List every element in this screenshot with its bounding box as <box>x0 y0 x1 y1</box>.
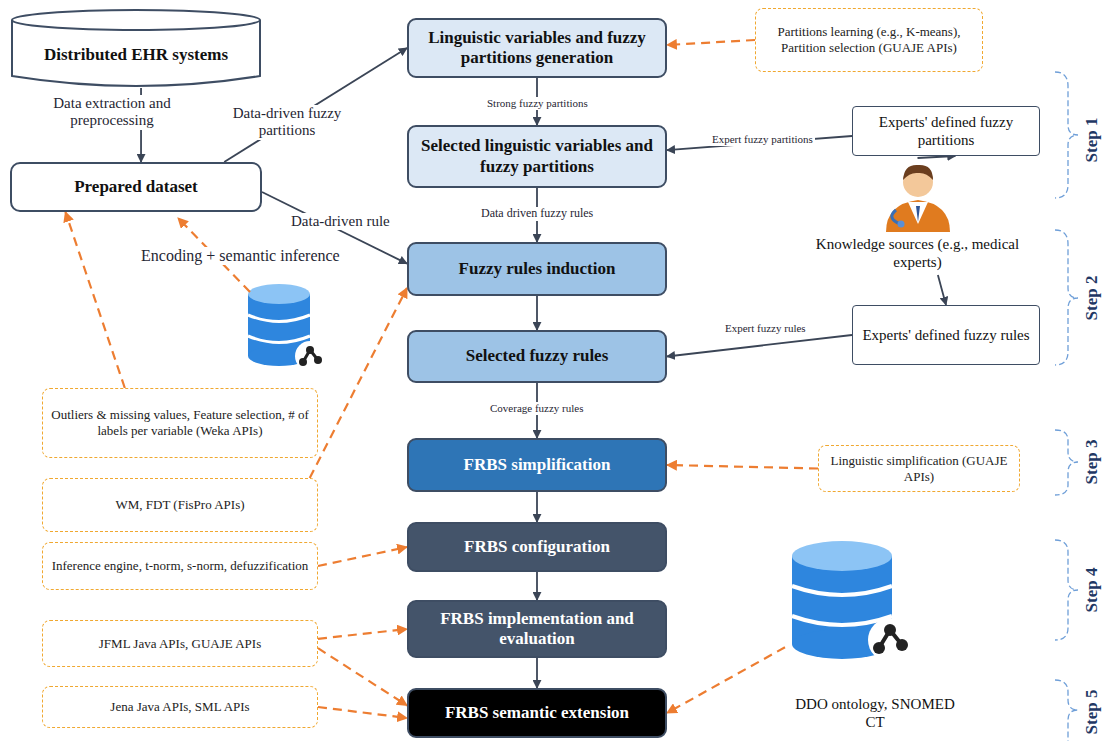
node-text: Prepared dataset <box>74 177 198 197</box>
process-box: Selected linguistic variables and fuzzy … <box>407 125 667 188</box>
node-text: Experts' defined fuzzy rules <box>862 326 1029 344</box>
dashed-arrow <box>667 465 818 469</box>
flow-arrow <box>918 156 956 158</box>
flow-arrow <box>536 492 538 522</box>
data-source-cylinder: Distributed EHR systems <box>10 8 262 88</box>
edge-label: Expert fuzzy rules <box>723 322 808 335</box>
process-box: Linguistic variables and fuzzy partition… <box>407 18 667 78</box>
node-text: Inference engine, t-norm, s-norm, defuzz… <box>52 558 309 574</box>
process-box: FRBS simplification <box>407 438 667 492</box>
ontology-database: DDO ontology, SNOMED CT <box>785 540 965 735</box>
node-text: Outliers & missing values, Feature selec… <box>51 407 309 438</box>
process-box: Selected fuzzy rules <box>407 330 667 383</box>
process-box: Experts' defined fuzzy partitions <box>852 106 1040 156</box>
edge-label: Data-driven fuzzy partitions <box>220 105 354 140</box>
process-box: Experts' defined fuzzy rules <box>852 305 1040 365</box>
node-text: Linguistic simplification (GUAJE APIs) <box>827 453 1011 484</box>
flow-arrow <box>938 275 946 305</box>
process-box: FRBS semantic extension <box>407 688 667 738</box>
edge-label: Data extraction and preprocessing <box>40 95 184 130</box>
dashed-arrow <box>318 629 407 639</box>
node-text: Selected fuzzy rules <box>466 346 609 366</box>
step-label: Step 3 <box>1082 440 1102 485</box>
dashed-arrow <box>310 288 407 478</box>
process-box: Partitions learning (e.g., K-means), Par… <box>755 8 983 72</box>
node-text: Selected linguistic variables and fuzzy … <box>417 136 657 177</box>
node-text: FRBS configuration <box>464 537 610 557</box>
node-text: JFML Java APIs, GUAJE APIs <box>99 636 261 652</box>
step-label: Step 4 <box>1082 568 1102 613</box>
node-text: Experts' defined fuzzy partitions <box>861 113 1031 149</box>
edge-label: Coverage fuzzy rules <box>488 402 585 415</box>
flow-arrow <box>667 335 852 357</box>
dashed-arrow <box>667 40 755 45</box>
node-text: FRBS implementation and evaluation <box>417 609 657 650</box>
node-text: Fuzzy rules induction <box>459 259 616 279</box>
database-icon <box>790 540 920 665</box>
dashed-arrow <box>318 707 407 718</box>
process-box: FRBS implementation and evaluation <box>407 600 667 658</box>
edge-label: Strong fuzzy partitions <box>485 97 590 110</box>
flow-arrow <box>536 572 538 600</box>
flow-arrow <box>536 658 538 688</box>
edge-label: Data-driven rule <box>289 213 392 230</box>
expert-illustration <box>878 160 958 232</box>
node-text: Partitions learning (e.g., K-means), Par… <box>764 24 974 55</box>
edge-label: Expert fuzzy partitions <box>710 133 815 146</box>
process-box: Jena Java APIs, SML APIs <box>42 686 318 728</box>
process-box: Fuzzy rules induction <box>407 242 667 296</box>
process-box: JFML Java APIs, GUAJE APIs <box>42 620 318 667</box>
process-box: FRBS configuration <box>407 522 667 572</box>
process-box: Outliers & missing values, Feature selec… <box>42 388 318 458</box>
edge-label: Data driven fuzzy rules <box>479 207 595 221</box>
node-text: WM, FDT (FisPro APIs) <box>115 497 244 513</box>
annotation-label: Encoding + semantic inference <box>139 247 342 265</box>
flow-arrow <box>536 296 538 330</box>
step-label: Step 2 <box>1082 276 1102 321</box>
step-label: Step 5 <box>1082 690 1102 735</box>
node-text: Jena Java APIs, SML APIs <box>110 699 249 715</box>
dashed-arrow <box>667 647 785 713</box>
node-text: Distributed EHR systems <box>44 45 228 65</box>
process-box: WM, FDT (FisPro APIs) <box>42 478 318 532</box>
knowledge-source: Knowledge sources (e.g., medical experts… <box>790 158 1045 275</box>
node-text: DDO ontology, SNOMED CT <box>793 695 957 731</box>
node-text: FRBS semantic extension <box>445 703 629 723</box>
process-box: Linguistic simplification (GUAJE APIs) <box>818 445 1020 492</box>
step-label: Step 1 <box>1082 118 1102 163</box>
database-icon <box>248 284 325 371</box>
dashed-arrow <box>318 547 407 566</box>
process-box: Prepared dataset <box>10 162 262 212</box>
step-braces <box>1055 72 1078 741</box>
dashed-arrow <box>318 648 407 705</box>
node-text: Knowledge sources (e.g., medical experts… <box>798 235 1037 271</box>
dashed-arrow <box>65 212 124 388</box>
node-text: Linguistic variables and fuzzy partition… <box>417 28 657 69</box>
process-box: Inference engine, t-norm, s-norm, defuzz… <box>42 542 318 590</box>
node-text: FRBS simplification <box>464 455 611 475</box>
